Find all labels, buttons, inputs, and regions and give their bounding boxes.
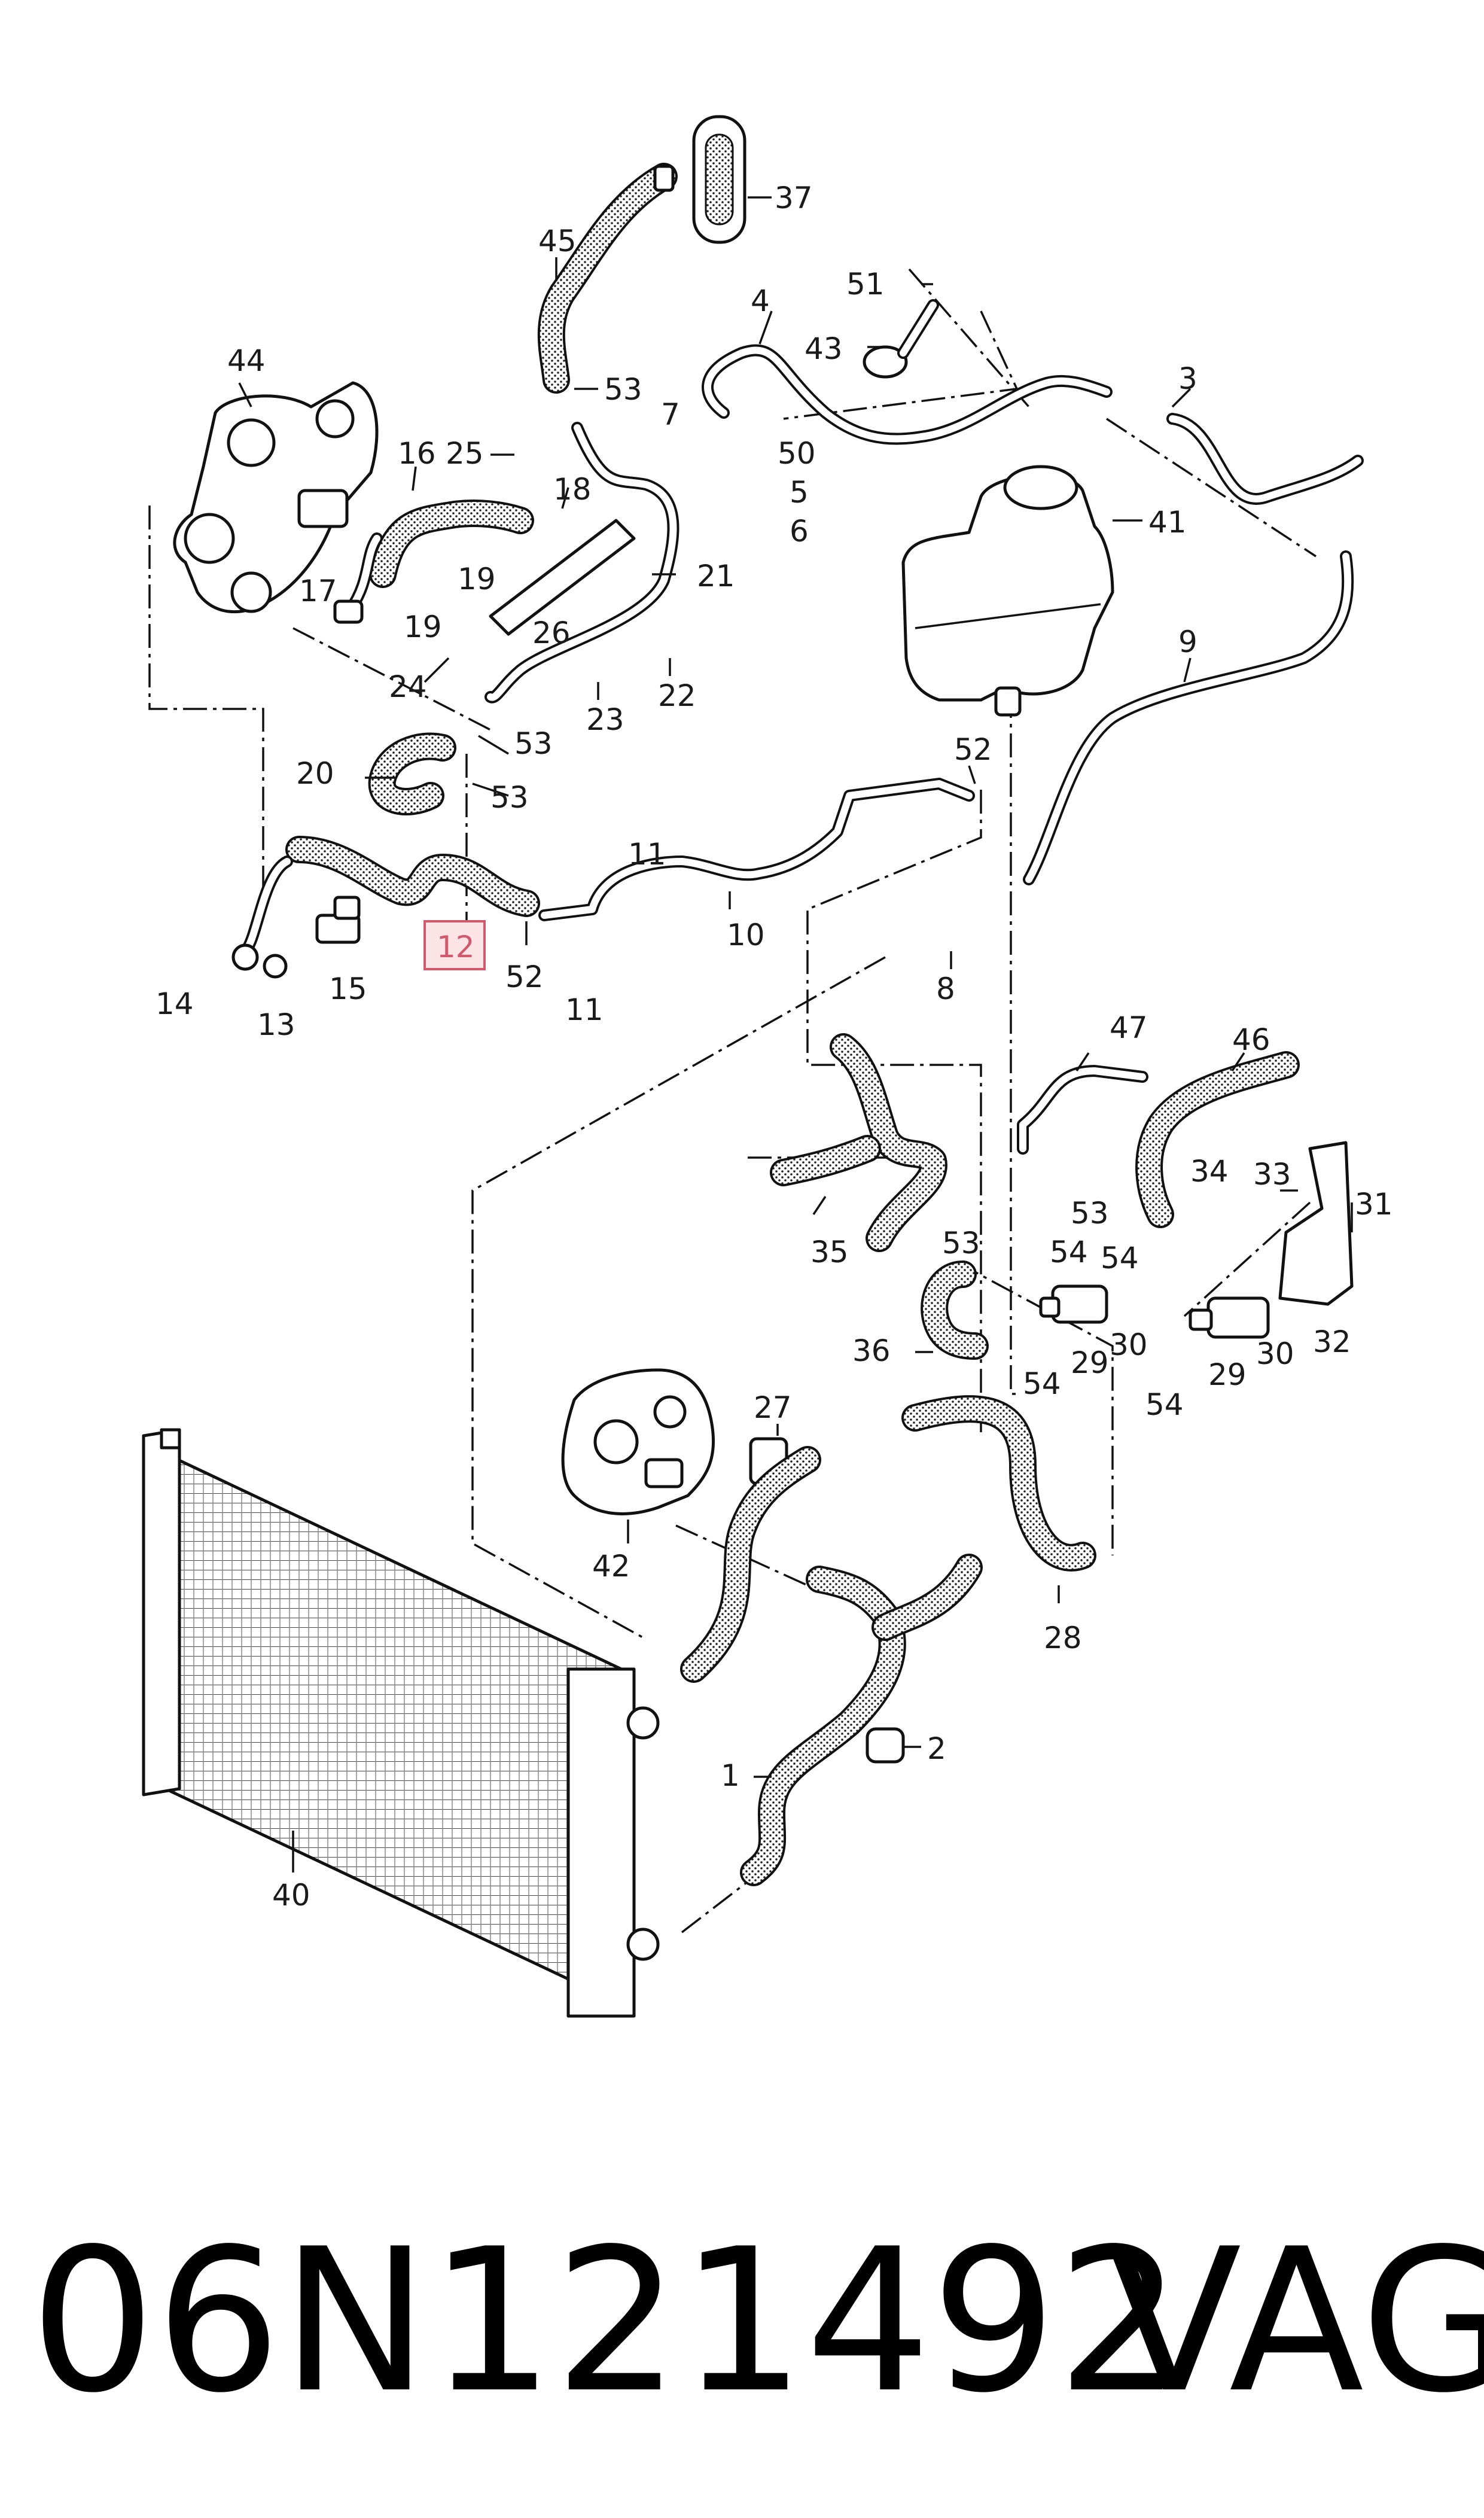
callout-2: 2 bbox=[927, 1731, 946, 1766]
callout-32: 32 bbox=[1313, 1325, 1351, 1359]
callout-9: 9 bbox=[1178, 625, 1197, 659]
hose-1 bbox=[680, 1446, 983, 1886]
hose-46 bbox=[1135, 1051, 1300, 1228]
callout-25: 25 bbox=[446, 436, 484, 471]
coolant-system-exploded-diagram: 37 45 53 4 51 43 3 7 50 5 6 41 9 52 44 1… bbox=[142, 115, 1393, 2018]
callout-36: 36 bbox=[852, 1333, 891, 1368]
pipe-9 bbox=[1023, 550, 1354, 885]
callout-52-right: 52 bbox=[954, 732, 992, 767]
shield-26 bbox=[489, 519, 636, 636]
callout-37: 37 bbox=[775, 181, 813, 215]
pipe-47 bbox=[1017, 1065, 1148, 1155]
callout-51: 51 bbox=[846, 267, 885, 302]
pipe-12-tail bbox=[231, 855, 293, 979]
hose-20 bbox=[368, 732, 456, 815]
pipe-10 bbox=[538, 778, 975, 921]
callout-34: 34 bbox=[1190, 1154, 1229, 1189]
callout-54-c: 54 bbox=[1023, 1366, 1061, 1401]
gasket-37 bbox=[692, 115, 746, 244]
callout-27: 27 bbox=[754, 1390, 792, 1425]
callout-31: 31 bbox=[1355, 1187, 1393, 1222]
callout-41: 41 bbox=[1148, 505, 1187, 540]
bracket-32 bbox=[1278, 1141, 1354, 1306]
highlight-box-12: 12 bbox=[423, 920, 486, 970]
callout-21: 21 bbox=[697, 559, 735, 593]
callout-45: 45 bbox=[538, 224, 577, 258]
hose-16 bbox=[369, 500, 534, 588]
callout-11-lower: 11 bbox=[565, 992, 604, 1027]
callout-24: 24 bbox=[389, 669, 427, 704]
callout-29-right: 29 bbox=[1208, 1357, 1247, 1392]
callout-6: 6 bbox=[790, 514, 809, 549]
callout-19-lower: 19 bbox=[404, 610, 442, 644]
callout-11-upper: 11 bbox=[628, 837, 666, 872]
pipe-21 bbox=[484, 422, 679, 704]
callout-14: 14 bbox=[156, 987, 194, 1021]
hose-36 bbox=[921, 1260, 989, 1360]
callout-4: 4 bbox=[751, 284, 770, 318]
callout-15: 15 bbox=[329, 972, 367, 1006]
callout-33: 33 bbox=[1253, 1157, 1291, 1192]
thermostat-housing-42 bbox=[561, 1368, 715, 1515]
callout-53-right: 53 bbox=[1071, 1196, 1109, 1231]
hose-3 bbox=[1166, 413, 1364, 505]
callout-46: 46 bbox=[1232, 1022, 1270, 1057]
callout-53-mid: 53 bbox=[514, 726, 553, 761]
hose-12 bbox=[285, 836, 540, 917]
callout-13: 13 bbox=[257, 1007, 295, 1042]
callout-20: 20 bbox=[296, 756, 334, 791]
brand-caption: VAG bbox=[1107, 2206, 1484, 2436]
pipe-4 bbox=[702, 344, 1113, 445]
callout-53-lower: 53 bbox=[490, 780, 529, 815]
callout-44: 44 bbox=[227, 343, 266, 378]
callout-52-left: 52 bbox=[505, 960, 544, 994]
callout-40: 40 bbox=[272, 1878, 310, 1913]
callout-47: 47 bbox=[1110, 1010, 1148, 1045]
callout-16: 16 bbox=[398, 436, 436, 471]
callout-1: 1 bbox=[721, 1758, 740, 1793]
pipe-17 bbox=[333, 532, 383, 624]
callout-12: 12 bbox=[437, 930, 475, 964]
callout-7: 7 bbox=[661, 397, 680, 432]
callout-10: 10 bbox=[727, 918, 765, 952]
callout-30-left: 30 bbox=[1110, 1327, 1148, 1362]
callout-23: 23 bbox=[586, 702, 624, 737]
callout-26: 26 bbox=[532, 616, 571, 650]
callout-28: 28 bbox=[1044, 1621, 1082, 1655]
callout-54-a: 54 bbox=[1050, 1235, 1088, 1269]
callout-3: 3 bbox=[1178, 361, 1197, 396]
callout-18: 18 bbox=[553, 472, 592, 507]
sensor-43 bbox=[863, 299, 939, 379]
callout-5: 5 bbox=[790, 475, 809, 510]
pump-29-right bbox=[1189, 1296, 1270, 1339]
callout-19-upper: 19 bbox=[458, 562, 496, 596]
hose-45 bbox=[537, 163, 678, 394]
callout-29-left: 29 bbox=[1071, 1345, 1109, 1380]
callout-17: 17 bbox=[299, 574, 337, 608]
callout-labels: 37 45 53 4 51 43 3 7 50 5 6 41 9 52 44 1… bbox=[156, 181, 1393, 1913]
pump-29-left bbox=[1039, 1284, 1108, 1324]
hose-28 bbox=[901, 1395, 1096, 1572]
clamp-2 bbox=[866, 1727, 905, 1764]
callout-8: 8 bbox=[936, 972, 955, 1006]
callout-53-center: 53 bbox=[942, 1226, 980, 1260]
callout-42: 42 bbox=[592, 1549, 630, 1584]
callout-43: 43 bbox=[805, 331, 843, 366]
clip-15 bbox=[315, 896, 361, 944]
turbo-housing-44 bbox=[173, 381, 379, 614]
callout-53: 53 bbox=[604, 372, 642, 407]
leader-lines bbox=[238, 196, 1353, 1872]
callout-22: 22 bbox=[658, 678, 696, 713]
callout-50: 50 bbox=[778, 436, 816, 471]
callout-35: 35 bbox=[810, 1235, 849, 1269]
callout-54-d: 54 bbox=[1145, 1387, 1184, 1422]
radiator-40 bbox=[142, 1428, 660, 2018]
hose-35 bbox=[770, 1033, 947, 1252]
expansion-tank-41 bbox=[901, 465, 1114, 717]
part-number-caption: 06N121492 bbox=[30, 2206, 1183, 2436]
callout-54-b: 54 bbox=[1101, 1241, 1139, 1275]
callout-30-right: 30 bbox=[1256, 1336, 1294, 1371]
